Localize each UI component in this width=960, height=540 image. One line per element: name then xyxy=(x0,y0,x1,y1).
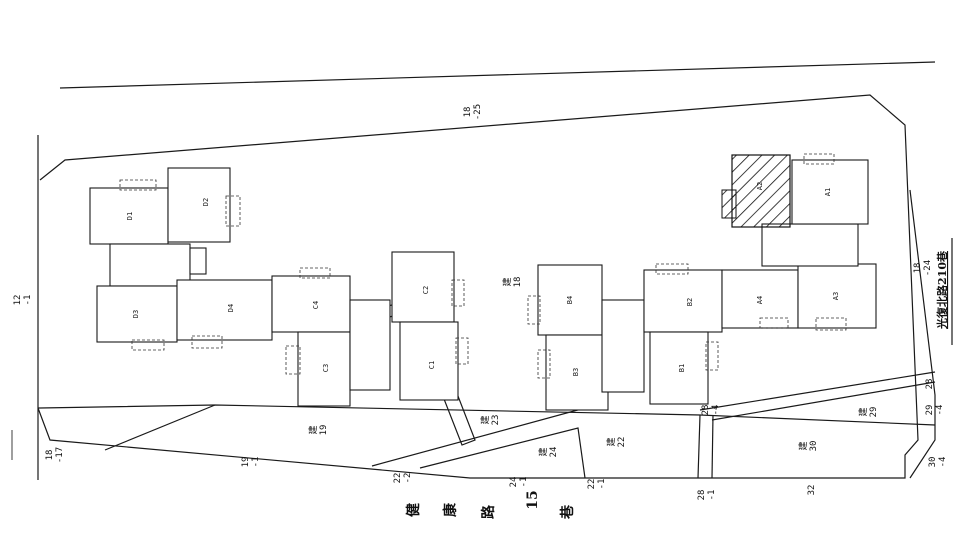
parcel-line-3 xyxy=(699,414,936,426)
block-b-balcony-3 xyxy=(655,263,689,275)
block-b-balcony-1 xyxy=(527,295,541,325)
parcel-line-7 xyxy=(711,414,714,479)
unit-a1-label: A1 xyxy=(824,188,832,196)
block-c-balcony-2 xyxy=(285,345,301,375)
unit-a2-annex xyxy=(721,189,737,219)
lot-label-22-2: 22-2 xyxy=(393,473,413,484)
unit-c2 xyxy=(391,251,455,323)
parcel-label-30: 建30 xyxy=(797,441,819,452)
block-b-balcony-2 xyxy=(537,349,551,379)
block-d-balcony-3 xyxy=(131,339,165,351)
unit-d1 xyxy=(89,187,169,245)
unit-b3-label: B3 xyxy=(572,368,580,376)
parcel-label-23: 建23 xyxy=(479,415,501,426)
block-b-core xyxy=(601,299,645,393)
lot-label-30-4: 30-4 xyxy=(928,457,948,468)
unit-a3 xyxy=(797,263,877,329)
street-char-4: 15 xyxy=(525,490,541,509)
unit-a3-label: A3 xyxy=(832,292,840,300)
block-c: C4 C3 C2 C1 xyxy=(271,251,469,407)
block-d-balcony-1 xyxy=(119,179,157,191)
unit-c1-label: C1 xyxy=(428,361,436,369)
unit-d3-label: D3 xyxy=(132,310,140,318)
road-edge-line xyxy=(59,61,936,89)
lot-label-28: 28 xyxy=(925,379,935,390)
lot-label-28-1: 28-1 xyxy=(697,490,717,501)
parcel-line-4 xyxy=(371,407,586,467)
street-name-south: 健 康 路 15 巷 xyxy=(405,490,576,520)
unit-a2-label: A2 xyxy=(756,182,764,190)
street-char-3: 路 xyxy=(480,504,497,519)
lot-label-19-1: 19-1 xyxy=(241,457,261,468)
road-name-north: 光復北路210巷 xyxy=(935,250,949,330)
parcel-label-18: 建18 xyxy=(501,277,523,288)
unit-d4-label: D4 xyxy=(227,304,235,312)
block-d-balcony-2 xyxy=(225,195,241,227)
block-d: D1 D2 D3 D4 xyxy=(89,167,273,351)
unit-d2 xyxy=(167,167,231,243)
unit-a1 xyxy=(791,159,869,225)
block-c-core xyxy=(349,299,391,391)
lot-label-12-1: 12-1 xyxy=(13,295,33,306)
parcel-label-29: 建29 xyxy=(857,407,879,418)
lot-label-32: 32 xyxy=(807,485,817,496)
block-a-balcony-3 xyxy=(759,317,789,329)
block-b-balcony-4 xyxy=(705,341,719,371)
unit-d2-label: D2 xyxy=(202,198,210,206)
block-c-balcony-3 xyxy=(451,279,465,307)
unit-b2 xyxy=(643,269,723,333)
street-char-5: 巷 xyxy=(559,504,576,520)
block-c-balcony-1 xyxy=(299,267,331,279)
parcel-line-1 xyxy=(38,404,701,416)
parcel-label-22: 建22 xyxy=(605,437,627,448)
unit-d4 xyxy=(176,279,273,341)
lot-label-24-1: 24-1 xyxy=(509,477,529,488)
street-char-1: 健 xyxy=(405,503,422,517)
unit-c4 xyxy=(271,275,351,333)
unit-b4-label: B4 xyxy=(566,296,574,304)
street-char-2: 康 xyxy=(442,502,459,517)
parcel-label-24: 建24 xyxy=(537,447,559,458)
unit-c3-label: C3 xyxy=(322,364,330,372)
lot-numbers: 18-25 12-1 18-17 19-1 22-2 24-1 22-1 28-… xyxy=(13,104,948,501)
lot-label-18-24: 18-24 xyxy=(913,260,933,276)
block-a-balcony-2 xyxy=(815,317,847,331)
right-lot-line xyxy=(909,189,936,479)
parcel-label-19: 建19 xyxy=(307,425,329,436)
parcel-markers: 建18 建19 建23 建24 建22 建30 建29 xyxy=(307,277,879,458)
unit-d1-label: D1 xyxy=(126,212,134,220)
lot-label-22-1: 22-1 xyxy=(587,479,607,490)
lot-label-29-4: 29-4 xyxy=(925,405,945,416)
block-a: A4 A3 A2 A1 xyxy=(721,153,877,331)
block-c-balcony-4 xyxy=(455,337,469,365)
unit-c1 xyxy=(399,321,459,401)
unit-b1-label: B1 xyxy=(678,364,686,372)
block-a-balcony-1 xyxy=(803,153,835,165)
parcel-line-6 xyxy=(697,414,701,479)
lot-label-18-17: 18-17 xyxy=(45,447,65,463)
parcel-line-5 xyxy=(419,427,586,479)
block-d-balcony-4 xyxy=(191,335,223,349)
site-boundary xyxy=(37,94,919,479)
block-a-core xyxy=(761,223,859,267)
block-d-stair xyxy=(189,247,207,275)
unit-b2-label: B2 xyxy=(686,298,694,306)
unit-c4-label: C4 xyxy=(312,301,320,309)
unit-a4-label: A4 xyxy=(756,296,764,304)
parcel-line-9 xyxy=(711,381,936,421)
unit-c2-label: C2 xyxy=(422,286,430,294)
lot-label-28-4: 28-4 xyxy=(701,405,721,416)
parcel-line-2 xyxy=(104,404,216,451)
parcel-line-8 xyxy=(699,371,936,411)
unit-b1 xyxy=(649,331,709,405)
lot-label-18-25: 18-25 xyxy=(463,104,483,120)
block-b: B4 B3 B2 B1 xyxy=(527,263,723,411)
